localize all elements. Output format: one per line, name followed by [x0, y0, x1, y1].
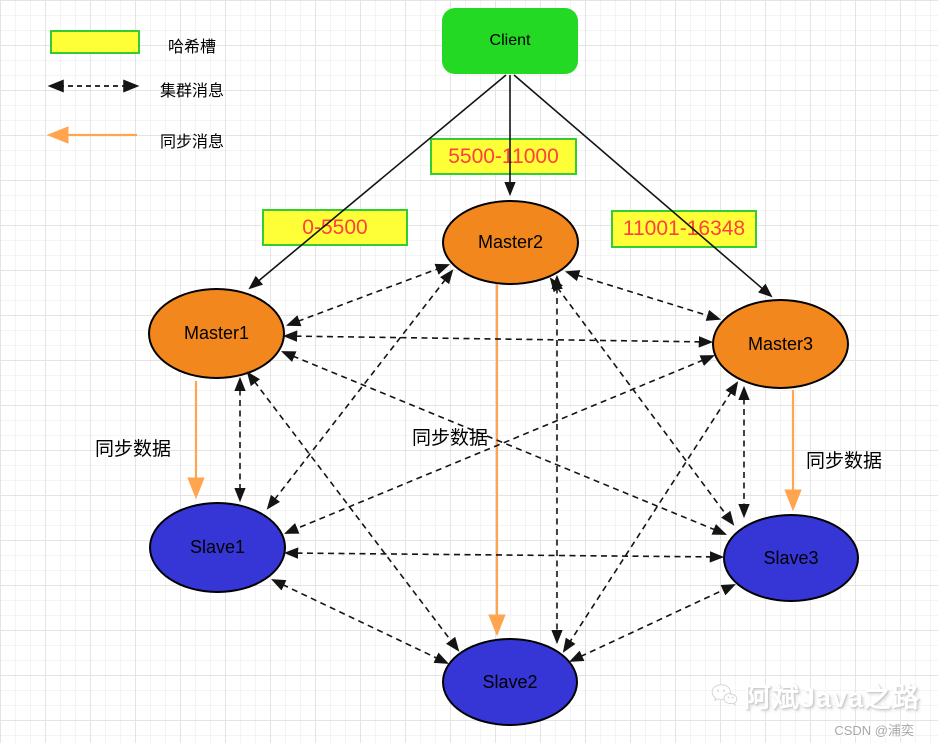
- sync-data-label-left: 同步数据: [95, 439, 172, 460]
- legend-hash-slot-label: 哈希槽: [168, 39, 217, 56]
- client-label: Client: [489, 32, 531, 49]
- hash-slot-swatch: [50, 30, 140, 54]
- master3-label: Master3: [747, 333, 814, 354]
- slave3-node: Slave3: [723, 514, 859, 602]
- edge-slave1-slave3: [283, 547, 725, 563]
- client-node: Client: [442, 8, 578, 74]
- edge-master1-slave2: [246, 371, 460, 652]
- slave2-node: Slave2: [442, 638, 578, 726]
- hash-slot-master1: 0-5500: [262, 209, 408, 246]
- master3-node: Master3: [712, 299, 849, 389]
- sync-data-label-right: 同步数据: [806, 451, 883, 472]
- master2-label: Master2: [477, 232, 544, 252]
- edge-master2-master3: [564, 270, 722, 321]
- watermark-title: 阿斌Java之路: [743, 682, 920, 713]
- hash-slot-master2: 5500-11000: [430, 138, 577, 175]
- master1-label: Master1: [183, 323, 250, 343]
- edge-master1-master3: [282, 330, 714, 348]
- slave2-label: Slave2: [482, 671, 538, 692]
- hash-slot-master3: 11001-16348: [611, 210, 757, 248]
- edge-master3-slave1: [284, 355, 715, 534]
- edge-slave2-slave3: [569, 584, 736, 662]
- watermark-credit: CSDN @浦奕: [834, 723, 914, 738]
- edge-master1-master2: [285, 263, 451, 327]
- master2-node: Master2: [442, 200, 579, 285]
- slave3-label: Slave3: [763, 547, 819, 568]
- slave1-label: Slave1: [189, 537, 246, 557]
- legend-cluster-message-label: 集群消息: [160, 83, 225, 100]
- wechat-icon: [711, 684, 738, 706]
- slave1-node: Slave1: [149, 502, 286, 593]
- edge-master2-slave1: [266, 269, 454, 510]
- sync-data-label-center: 同步数据: [412, 428, 489, 449]
- edge-slave1-slave2: [271, 579, 449, 664]
- edge-master1-slave3: [281, 351, 727, 535]
- watermark: 阿斌Java之路 CSDN @浦奕: [710, 672, 920, 739]
- master1-node: Master1: [148, 288, 285, 379]
- edge-master3-slave2: [562, 381, 739, 653]
- legend-sync-message-label: 同步消息: [160, 134, 225, 151]
- edge-master2-slave3: [549, 277, 735, 526]
